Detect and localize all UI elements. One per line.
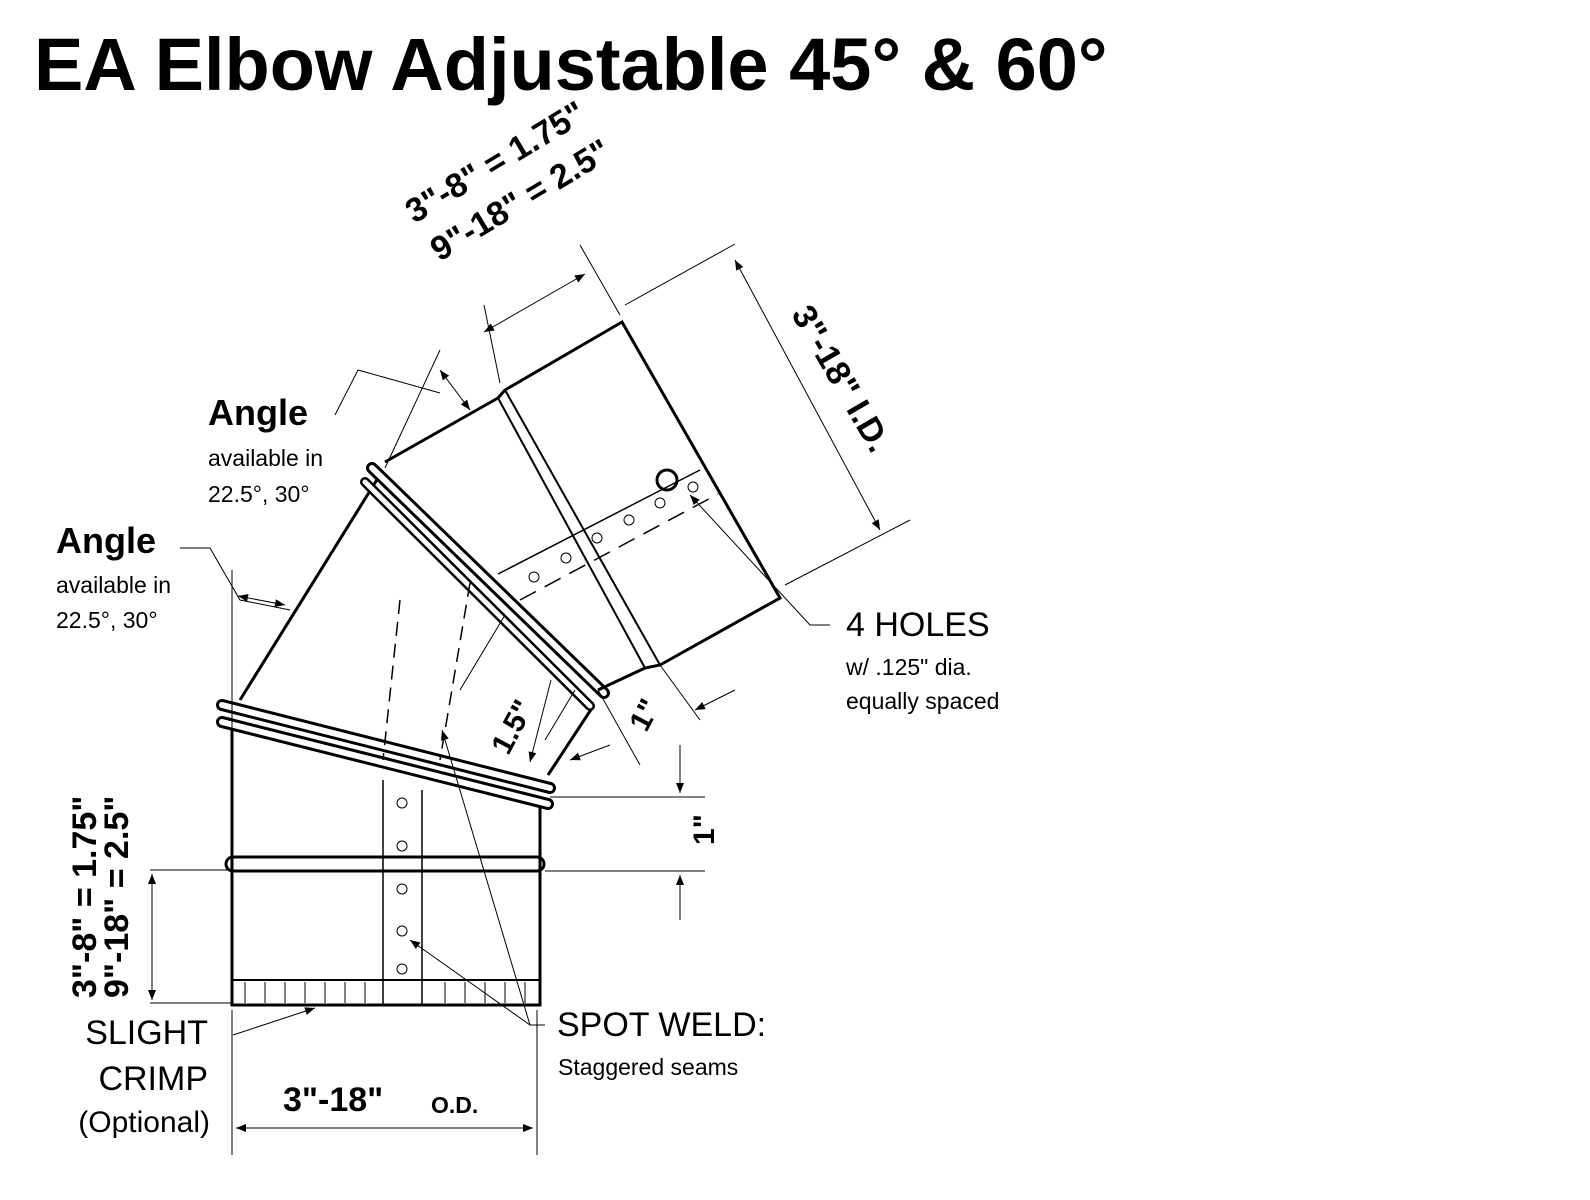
crimp-line3: (Optional) bbox=[78, 1106, 210, 1139]
outer-diameter-value: 3"-18" bbox=[283, 1081, 384, 1119]
crimp-line1: SLIGHT bbox=[85, 1014, 208, 1052]
crimp-line2: CRIMP bbox=[98, 1060, 208, 1098]
diagram-title: EA Elbow Adjustable 45° & 60° bbox=[34, 23, 1108, 106]
spot-welds bbox=[396, 481, 699, 975]
seams bbox=[382, 468, 719, 1005]
left-length-label-1: 3"-8" = 1.75" bbox=[66, 795, 104, 998]
holes-line2: equally spaced bbox=[846, 688, 1000, 714]
holes-heading: 4 HOLES bbox=[846, 606, 990, 644]
bottom-pipe bbox=[230, 730, 542, 1007]
overlap-1-right-label: 1" bbox=[688, 814, 721, 845]
elbow-outline bbox=[216, 319, 783, 1007]
spot-weld-line1: Staggered seams bbox=[558, 1054, 739, 1080]
holes-line1: w/ .125" dia. bbox=[846, 654, 972, 680]
angle-lower-line2: 22.5°, 30° bbox=[56, 607, 158, 633]
angle-lower-heading: Angle bbox=[56, 520, 157, 561]
angle-upper-line1: available in bbox=[208, 445, 324, 471]
angle-upper-heading: Angle bbox=[208, 392, 309, 433]
dimension-lines bbox=[148, 243, 911, 1155]
bottom-bead bbox=[224, 855, 546, 873]
angle-upper-line2: 22.5°, 30° bbox=[208, 481, 310, 507]
spot-weld-heading: SPOT WELD: bbox=[557, 1006, 767, 1044]
left-length-label-2: 9"-18" = 2.5" bbox=[98, 795, 136, 998]
outer-diameter-unit: O.D. bbox=[431, 1092, 479, 1118]
angle-lower-line1: available in bbox=[56, 572, 172, 598]
hole-circle bbox=[655, 468, 679, 492]
crimp-marks bbox=[244, 982, 526, 1003]
